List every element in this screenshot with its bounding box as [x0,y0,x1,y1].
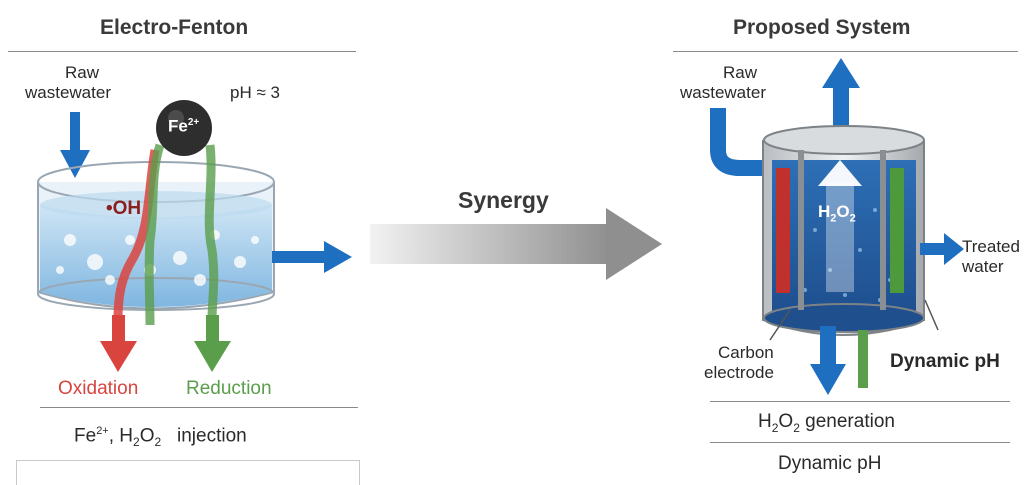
left-panel-title: Electro-Fenton [100,16,249,39]
left-title-rule [8,51,356,52]
right-input-label-line1: Raw [722,63,757,82]
reduction-pathway [144,143,165,326]
ph-label: pH ≈ 3 [230,83,280,102]
tank-outlet-arrow [272,241,352,273]
treated-water-arrow [920,233,964,265]
ph-leader-line [924,299,939,331]
left-footer-rule [40,407,358,408]
synergy-arrow [370,208,662,280]
hydroxyl-radical-label: •OH [106,198,142,219]
reduction-label: Reduction [186,378,272,399]
oxidation-arrow [100,315,137,372]
right-footer-rule-1 [710,401,1010,402]
treated-water-label-line1: Treated [962,237,1020,256]
left-input-label-line2: wastewater [25,83,111,102]
right-footer-h2o2-generation: H2O2 generation [758,411,895,435]
reactor-h2o2-label: H2O2 [818,202,856,225]
reduction-pathway-right [204,144,219,321]
left-input-label-line1: Raw [64,63,99,82]
cathode-green [890,168,904,293]
synergy-label: Synergy [458,187,549,213]
bottom-outlet-arrow [810,326,846,395]
oxidation-label: Oxidation [58,378,139,399]
dynamic-ph-probe [858,330,868,388]
fe2-sphere [156,100,212,156]
raw-wastewater-inlet-arrow [60,112,90,178]
bubbles [56,230,259,286]
left-footer-text: Fe2+, H2O2 injection [74,425,247,450]
reactor-vessel [762,125,925,336]
reduction-arrow [194,315,231,372]
right-footer-rule-2 [710,442,1010,443]
electro-fenton-panel [37,100,352,372]
proposed-system-panel [710,58,964,395]
iron-label: Fe2+ [168,116,200,136]
anode-red [776,168,790,293]
carbon-electrode-label-line2: electrode [704,363,774,382]
left-caption-box [16,460,360,485]
carbon-electrode-right [880,150,886,310]
carbon-electrode-label-line1: Carbon [718,343,774,362]
h2o2-flow-arrow [826,182,854,292]
right-title-rule [673,51,1018,52]
right-input-label-line2: wastewater [680,83,766,102]
treated-water-label-line2: water [962,257,1004,276]
right-panel-title: Proposed System [733,16,911,39]
raw-wastewater-inlet-pipe [710,108,768,176]
electrode-leader-line [769,309,791,341]
right-footer-dynamic-ph: Dynamic pH [778,453,882,474]
carbon-electrode-left [798,150,804,310]
dynamic-ph-label: Dynamic pH [890,351,1000,372]
